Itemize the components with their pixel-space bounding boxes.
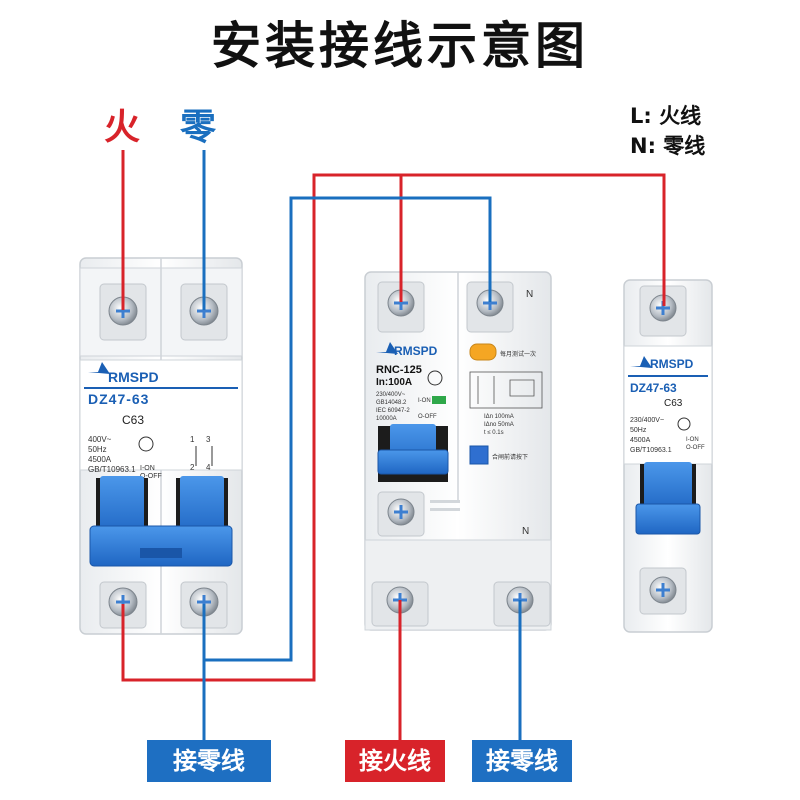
breaker-left-rating: C63 (122, 413, 144, 427)
breaker-middle: N RMSPD RNC-125 In:100A 230/400V~ GB1404… (364, 271, 552, 631)
breaker-middle-off: O-OFF (418, 414, 437, 420)
live-wire-label: 火 (104, 107, 141, 148)
breaker-right-rating: C63 (664, 398, 683, 409)
breaker-left-term-top-1: 3 (206, 435, 211, 444)
tag-neutral-right: 接零线 (472, 740, 572, 782)
legend-live: L: 火线 (630, 104, 702, 128)
tag-live-middle: 接火线 (345, 740, 445, 782)
handle-left-pole-2[interactable] (180, 476, 224, 536)
neutral-wire-label: 零 (180, 107, 217, 148)
brand-logo-icon (630, 356, 652, 368)
breaker-middle-spec-3: 10000A (376, 416, 397, 422)
breaker-middle-n-bottom: N (522, 526, 529, 537)
wire-live-to-right (121, 173, 666, 682)
breaker-middle-param-2: t ≤ 0.1s (484, 430, 504, 436)
breaker-right-model: DZ47-63 (630, 381, 677, 395)
breaker-middle-spec-0: 230/400V~ (376, 392, 406, 398)
breaker-right-spec-2: 4500A (630, 437, 651, 444)
schematic-diagram (469, 371, 543, 409)
breaker-right-off: O-OFF (686, 445, 705, 451)
breaker-right-on: I-ON (686, 437, 699, 443)
ccc-mark-icon (427, 370, 443, 386)
breaker-left-brand: RMSPD (108, 369, 159, 385)
ccc-mark-icon (677, 417, 691, 431)
breaker-right-spec-0: 230/400V~ (630, 417, 664, 424)
breaker-middle-test-label: 每月测试一次 (500, 350, 536, 358)
breaker-middle-brand: RMSPD (394, 344, 438, 358)
breaker-middle-on: I-ON (418, 398, 431, 404)
handle-middle-bar[interactable] (377, 449, 449, 475)
ccc-mark-icon (138, 436, 154, 452)
breaker-right: RMSPD DZ47-63 C63 230/400V~ 50Hz 4500A G… (623, 279, 713, 633)
test-button[interactable] (469, 343, 497, 361)
breaker-right-spec-1: 50Hz (630, 427, 647, 434)
breaker-middle-n-top: N (526, 289, 533, 300)
breaker-left-term-bot-0: 2 (190, 463, 195, 472)
breaker-left: RMSPD DZ47-63 C63 400V~ 50Hz 4500A GB/T1… (79, 257, 243, 635)
page-title: 安装接线示意图 (211, 17, 589, 75)
breaker-middle-spec-2: IEC 60947-2 (376, 408, 410, 414)
tag-neutral-left: 接零线 (147, 740, 271, 782)
breaker-left-on: I-ON (140, 465, 155, 472)
breaker-right-brand: RMSPD (650, 357, 694, 371)
handle-left-bar[interactable] (89, 525, 233, 567)
breaker-left-spec-1: 50Hz (88, 445, 107, 454)
reset-button[interactable] (469, 445, 489, 465)
breaker-left-model: DZ47-63 (88, 391, 149, 407)
breaker-left-spec-2: 4500A (88, 455, 112, 464)
brand-logo-icon (88, 362, 110, 374)
breaker-left-spec-3: GB/T10963.1 (88, 465, 136, 474)
handle-right[interactable] (644, 462, 692, 512)
breaker-middle-reset-label: 合闸前请按下 (492, 453, 528, 461)
breaker-middle-spec-1: GB14048.2 (376, 400, 407, 406)
breaker-left-off: O-OFF (140, 473, 162, 480)
handle-right-bar[interactable] (635, 503, 701, 535)
breaker-left-term-bot-1: 4 (206, 463, 211, 472)
handle-left-pole-1[interactable] (100, 476, 144, 536)
breaker-right-spec-3: GB/T10963.1 (630, 447, 672, 454)
brand-logo-icon (376, 342, 398, 354)
wire-neutral-to-middle (204, 196, 492, 662)
breaker-middle-param-1: IΔno 50mA (484, 422, 514, 428)
breaker-middle-rating: In:100A (376, 377, 412, 388)
breaker-left-spec-0: 400V~ (88, 435, 112, 444)
wires (121, 150, 666, 740)
legend-neutral: N: 零线 (630, 134, 706, 158)
status-indicator-green (432, 396, 446, 404)
breaker-left-term-top-0: 1 (190, 435, 195, 444)
breaker-middle-model: RNC-125 (376, 364, 422, 376)
breaker-middle-param-0: IΔn 100mA (484, 414, 514, 420)
